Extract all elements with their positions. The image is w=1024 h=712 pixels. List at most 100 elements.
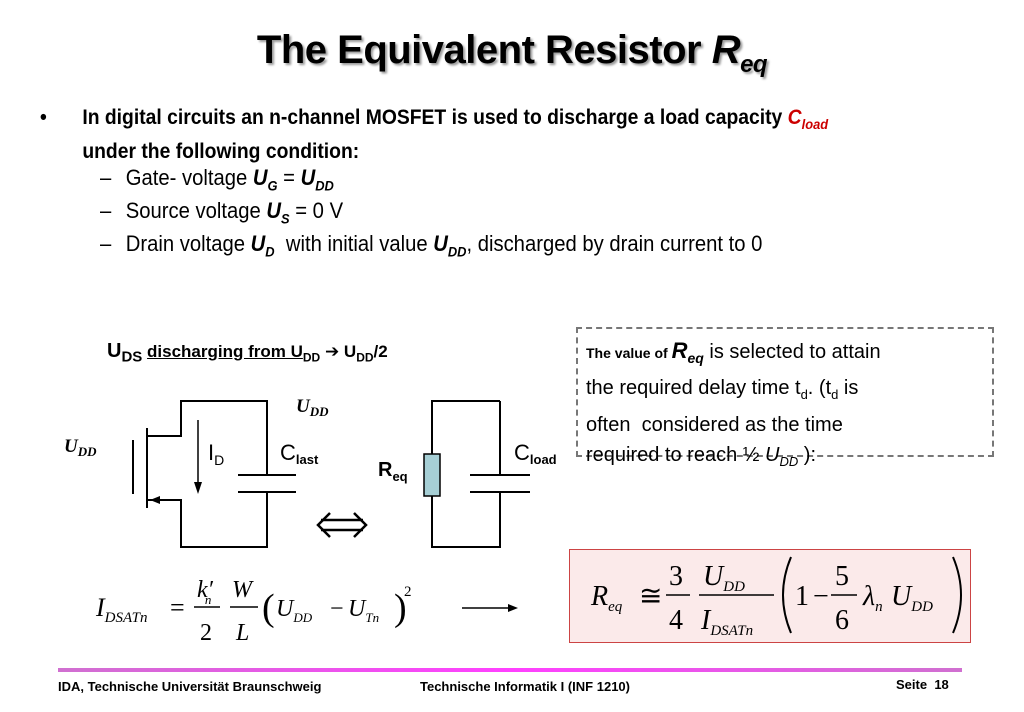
formula-i: IDSATn [95,593,147,626]
gate-lhs: U [252,165,268,190]
note-line4: required to reach ½ [586,444,765,466]
req-udd2: UDD [891,581,933,615]
circuit-diagram: UDD UDD ID Clast Req Cload [64,396,557,548]
source-arrow-icon [150,496,160,504]
dash: – [100,231,112,256]
caption-tail: /2 [373,342,388,361]
note-text: The value of Req is selected to attain t… [586,336,986,477]
note-line2-rest: . (t [807,377,832,399]
footer-seite-label: Seite [896,677,928,692]
note-line2-end: is [838,377,859,399]
req-lambda: λn [862,581,883,615]
mosfet-circuit-wires [132,400,530,548]
formula-two: 2 [200,620,212,646]
formula-idsat: IDSATn = k′n 2 W L ( UDD − UTn ) 2 [95,577,518,646]
gate-lhs-sub: G [267,177,278,194]
formula-minus: − [330,596,344,622]
note-req: R [671,338,688,363]
drain-mid: with initial value [274,231,434,256]
source-rest: = 0 V [289,198,344,223]
equivalence-icon [316,512,368,538]
source-lhs: U [266,198,282,223]
uds-sub: DS [121,348,143,366]
footer-divider [58,668,962,672]
footer-institute: IDA, Technische Universität Braunschweig [58,679,322,694]
formula-k: k′n [197,577,214,607]
label-udd-gate: UDD [64,436,97,459]
req-four: 4 [669,605,683,636]
bullet-line1: In digital circuits an n-channel MOSFET … [82,106,788,129]
formula-utn: UTn [348,596,379,625]
formula-lparen: ( [262,587,275,629]
gate-prefix: Gate- voltage [125,165,253,190]
label-cload: Cload [514,440,557,467]
bullet-line2: under the following condition: [82,140,360,164]
formula-l: L [235,620,249,646]
formula-req: Req ≅ 3 4 UDD IDSATn 1 − 5 6 λn UDD [590,556,962,639]
note-td-sub: d [800,387,808,402]
caption-underlined-text: discharging from U [147,342,303,361]
note-intro: The value of [586,345,672,361]
title-subscript: eq [740,51,768,78]
formula-rparen: ) [394,587,407,629]
drain-lhs: U [250,231,266,256]
req-rparen [952,556,962,634]
label-udd-top: UDD [296,396,329,419]
caption-u1-sub: DD [302,350,321,365]
bullet-marker: • [40,106,47,129]
formula-udd: UDD [276,596,313,625]
title-text: The Equivalent Resistor [256,28,712,72]
bullet-text: In digital circuits an n-channel MOSFET … [82,104,904,165]
cload-letter: C [787,106,802,129]
subitem-source: –Source voltage US = 0 V [100,197,343,232]
main-bullet: • In digital circuits an n-channel MOSFE… [40,104,905,165]
label-id: ID [208,440,224,468]
req-one: 1 [795,581,809,612]
uds-letter: U [107,340,122,362]
drain-lhs-sub: D [265,243,275,260]
footer-course: Technische Informatik I (INF 1210) [420,679,630,694]
gate-rhs-sub: DD [315,177,334,194]
note-udd: U [765,444,780,466]
formula-square: 2 [404,584,412,600]
note-line3: often considered as the time [586,414,843,436]
drain-rhs: U [433,231,448,256]
cload-subscript: load [801,116,829,133]
req-six: 6 [835,605,849,636]
dash: – [100,198,112,223]
req-r: Req [590,581,623,615]
note-udd-sub: DD [779,454,799,469]
source-prefix: Source voltage [125,198,267,223]
caption-underlined: discharging from UDD [147,342,321,365]
drain-prefix: Drain voltage [125,231,251,256]
drain-rhs-sub: DD [447,243,467,260]
dash: – [100,165,112,190]
note-line1-rest: is selected to attain [703,341,881,363]
note-td2-sub: d [831,387,839,402]
formula-eq: = [170,593,185,622]
req-minus: − [813,581,829,612]
req-three: 3 [669,561,683,592]
id-arrow-head-icon [194,482,202,494]
title-symbol: R [711,28,741,72]
circuit-caption: UDS discharging from UDD ➔ UDD/2 [107,340,388,365]
caption-arrow: ➔ U [320,342,357,361]
req-five: 5 [835,561,849,592]
drain-rest: , discharged by drain current to 0 [466,231,763,256]
caption-u2-sub: DD [356,350,374,365]
subitem-drain: –Drain voltage UD with initial value UDD… [100,230,762,265]
req-idsatn: IDSATn [700,605,753,639]
formula-req-box [569,549,971,643]
req-approx: ≅ [639,581,662,612]
subitem-gate: –Gate- voltage UG = UDD [100,164,334,199]
req-lparen [782,556,792,634]
formula-w: W [232,577,254,603]
cload-symbol: Cload [787,106,829,133]
source-lhs-sub: S [281,210,290,227]
gate-rhs: U [300,165,316,190]
note-req-sub: eq [687,350,704,366]
footer-page: Seite 18 [896,677,949,692]
label-clast: Clast [280,440,319,467]
resistor-req [423,453,441,497]
footer-page-number: 18 [934,677,949,692]
